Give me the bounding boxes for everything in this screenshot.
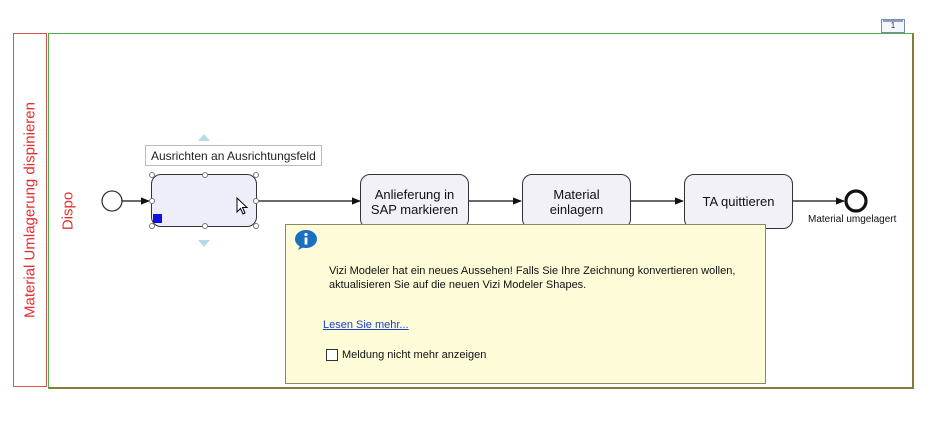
resize-handle-e[interactable] xyxy=(253,198,259,204)
dont-show-again-option[interactable]: Meldung nicht mehr anzeigen xyxy=(326,349,486,361)
mouse-cursor-icon xyxy=(236,197,249,215)
resize-handle-s[interactable] xyxy=(202,223,208,229)
resize-handle-nw[interactable] xyxy=(149,172,155,178)
task-line1: Anlieferung in xyxy=(374,186,455,202)
task-marker-icon xyxy=(153,214,162,223)
task-quittieren[interactable]: TA quittieren xyxy=(684,174,793,229)
notice-line1: Vizi Modeler hat ein neues Aussehen! Fal… xyxy=(329,265,736,277)
info-notice-popup: Vizi Modeler hat ein neues Aussehen! Fal… xyxy=(285,224,766,384)
notice-line2: aktualisieren Sie auf die neuen Vizi Mod… xyxy=(329,279,587,291)
align-tooltip: Ausrichten an Ausrichtungsfeld xyxy=(145,145,322,166)
resize-handle-se[interactable] xyxy=(253,223,259,229)
end-event-label: Material umgelagert xyxy=(808,214,897,225)
resize-handle-w[interactable] xyxy=(149,198,155,204)
resize-handle-ne[interactable] xyxy=(253,172,259,178)
resize-handle-n[interactable] xyxy=(202,172,208,178)
task-line2: SAP markieren xyxy=(370,201,459,217)
dont-show-again-checkbox[interactable] xyxy=(326,349,338,361)
task-line1: Material xyxy=(553,186,600,202)
task-selected[interactable] xyxy=(149,172,259,229)
resize-handle-sw[interactable] xyxy=(149,223,155,229)
page-number-marker[interactable]: 1 xyxy=(881,19,905,33)
read-more-link[interactable]: Lesen Sie mehr... xyxy=(323,319,409,331)
task-line1: TA quittieren xyxy=(702,194,775,209)
end-event xyxy=(844,189,868,213)
pool-header[interactable]: Material Umlagerung dispinieren xyxy=(13,33,47,387)
dont-show-again-label: Meldung nicht mehr anzeigen xyxy=(342,349,487,361)
info-icon xyxy=(295,230,317,250)
align-up-arrow xyxy=(198,134,210,141)
task-line2: einlagern xyxy=(549,201,604,217)
start-event xyxy=(101,190,123,212)
notice-message: Vizi Modeler hat ein neues Aussehen! Fal… xyxy=(329,264,759,292)
align-down-arrow xyxy=(198,240,210,247)
